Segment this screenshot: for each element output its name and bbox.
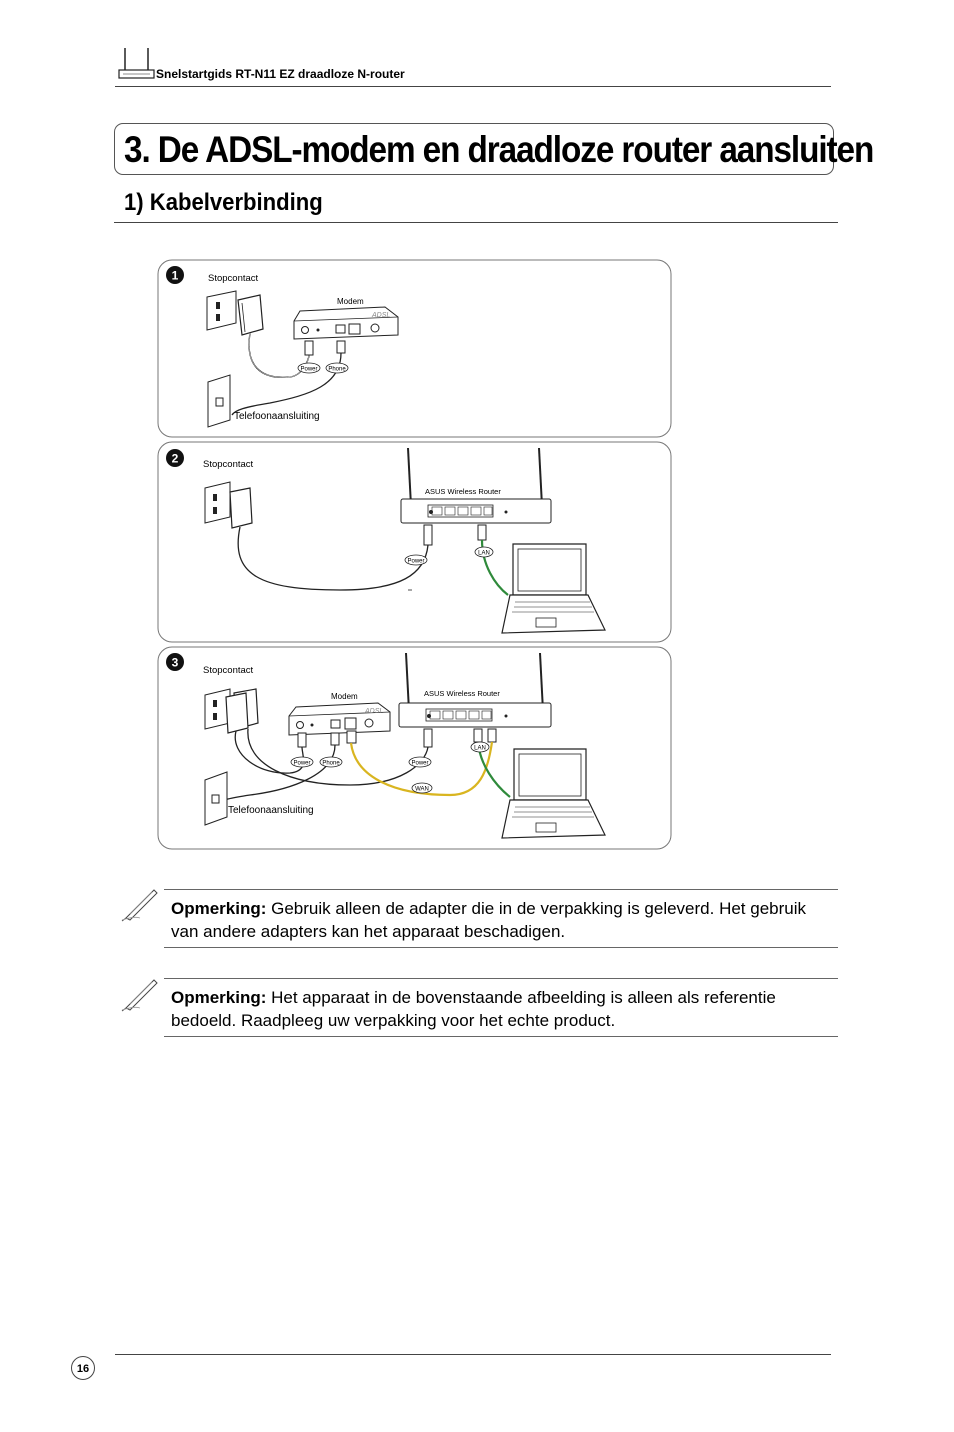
note-1: Opmerking: Gebruik alleen de adapter die… bbox=[171, 897, 831, 943]
modem-icon: Modem ADSL bbox=[288, 692, 391, 736]
wall-outlet-icon bbox=[204, 481, 231, 524]
header-title: Snelstartgids RT-N11 EZ draadloze N-rout… bbox=[156, 67, 405, 81]
panel-1-power-tag: Power bbox=[300, 367, 317, 373]
panel-3-number-badge bbox=[166, 653, 184, 671]
note-2-text: Het apparaat in de bovenstaande afbeeldi… bbox=[171, 988, 776, 1030]
panel-1-jack-label: Telefoonaansluiting bbox=[234, 411, 320, 422]
pencil-note-icon bbox=[121, 889, 158, 922]
panel-3-power-tag: Power bbox=[293, 761, 310, 767]
router-icon: ASUS Wireless Router bbox=[398, 652, 552, 728]
panel-1-outlet-label: Stopcontact bbox=[208, 273, 259, 284]
panel-3-modem-brand: ADSL bbox=[364, 708, 383, 715]
page-title: 3. De ADSL-modem en draadloze router aan… bbox=[124, 129, 874, 170]
note-2-bottom-rule bbox=[164, 1036, 838, 1037]
panel-3-modem-label: Modem bbox=[331, 692, 358, 701]
note-1-text: Gebruik alleen de adapter die in de verp… bbox=[171, 899, 807, 941]
router-icon: ASUS Wireless Router bbox=[400, 447, 552, 524]
panel-2-outlet-label: Stopcontact bbox=[203, 459, 254, 470]
panel-1-modem-brand: ADSL bbox=[371, 312, 390, 319]
title-box bbox=[114, 123, 834, 175]
note-2-top-rule bbox=[164, 978, 838, 979]
router-logo-icon bbox=[118, 48, 155, 79]
laptop-icon bbox=[501, 748, 606, 839]
panel-1-phone-tag: Phone bbox=[328, 367, 346, 373]
panel-2-router-label: ASUS Wireless Router bbox=[425, 487, 501, 496]
panel-3-wan-tag: WAN bbox=[415, 787, 429, 793]
panel-3-frame bbox=[157, 646, 672, 850]
panel-1-number-badge bbox=[166, 266, 184, 284]
panel-3-lan-tag: LAN bbox=[474, 746, 486, 752]
power-adapter-icon bbox=[229, 487, 253, 529]
note-1-top-rule bbox=[164, 889, 838, 890]
section-title: 1) Kabelverbinding bbox=[124, 189, 323, 216]
note-1-label: Opmerking: bbox=[171, 899, 267, 918]
note-1-bottom-rule bbox=[164, 947, 838, 948]
panel-3-jack-label: Telefoonaansluiting bbox=[228, 805, 314, 816]
connection-diagram: 1 Stopcontact Modem ADSL Power Phone Tel… bbox=[157, 259, 672, 850]
laptop-icon bbox=[501, 543, 606, 634]
modem-icon: Modem ADSL bbox=[293, 297, 399, 340]
wall-outlet-icon bbox=[206, 290, 237, 331]
panel-2-lan-tag: LAN bbox=[478, 551, 490, 557]
note-2: Opmerking: Het apparaat in de bovenstaan… bbox=[171, 986, 831, 1032]
panel-1-modem-label: Modem bbox=[337, 297, 364, 306]
panel-2-number-badge bbox=[166, 449, 184, 467]
panel-3-number: 3 bbox=[172, 656, 179, 670]
section-rule bbox=[114, 222, 838, 223]
power-adapter-icon bbox=[225, 688, 259, 734]
power-adapter-icon bbox=[237, 294, 264, 336]
phone-jack-icon bbox=[204, 771, 228, 826]
panel-1-number: 1 bbox=[172, 269, 179, 283]
header-rule bbox=[115, 86, 831, 87]
panel-3-phone-tag: Phone bbox=[322, 761, 340, 767]
page-number: 16 bbox=[71, 1356, 95, 1380]
note-2-label: Opmerking: bbox=[171, 988, 267, 1007]
panel-3-router-label: ASUS Wireless Router bbox=[424, 689, 500, 698]
footer-rule bbox=[115, 1354, 831, 1355]
panel-2-number: 2 bbox=[172, 452, 179, 466]
pencil-note-icon bbox=[121, 979, 158, 1012]
panel-2-frame bbox=[157, 441, 672, 643]
phone-jack-icon bbox=[207, 374, 231, 428]
panel-1-frame bbox=[157, 259, 672, 438]
panel-3-router-power-tag: Power bbox=[411, 761, 428, 767]
panel-3-outlet-label: Stopcontact bbox=[203, 665, 254, 676]
panel-2-power-tag: Power bbox=[407, 559, 424, 565]
